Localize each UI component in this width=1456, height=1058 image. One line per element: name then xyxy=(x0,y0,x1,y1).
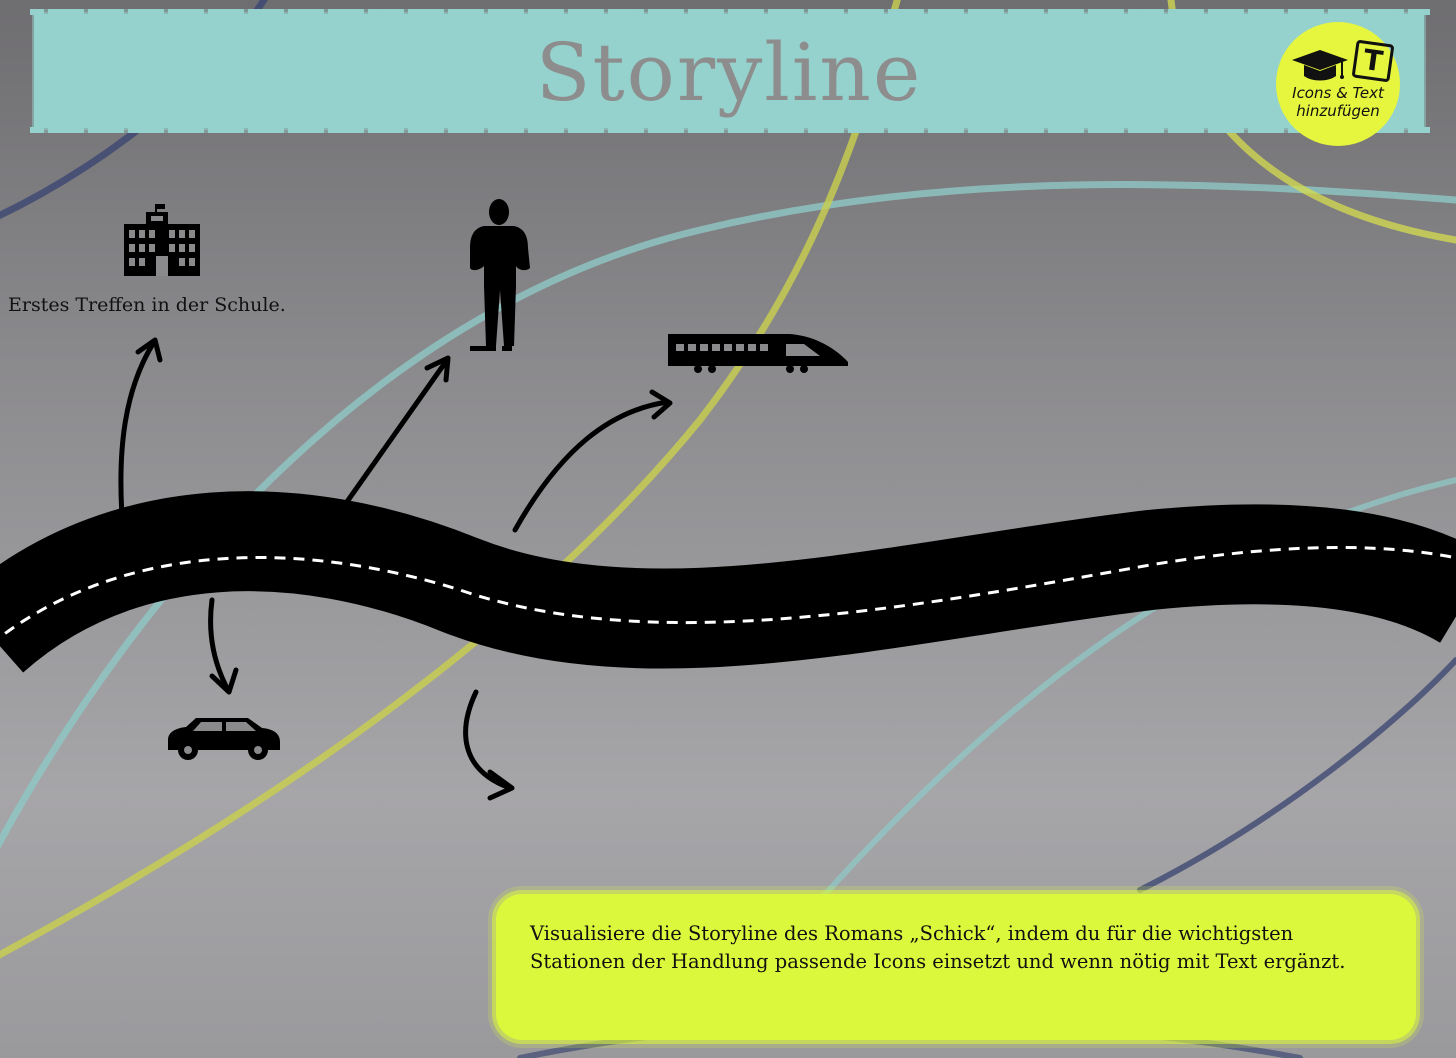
arrow-to-school-head xyxy=(135,337,163,363)
graduation-cap-icon xyxy=(1292,50,1348,81)
badge-label: Icons & Text hinzufügen xyxy=(1276,84,1400,120)
road-center-line xyxy=(0,546,1456,640)
swirl-yellow-long xyxy=(0,0,901,959)
arrows xyxy=(118,337,673,801)
arrow-to-empty-slot-head xyxy=(487,769,515,801)
swirl-teal-long xyxy=(0,181,1456,849)
arrow-to-man-head xyxy=(424,355,451,383)
title-banner: Storyline xyxy=(30,9,1430,133)
arrow-to-car xyxy=(208,597,231,693)
standing-man-icon xyxy=(470,199,530,351)
page-title: Storyline xyxy=(535,26,923,119)
arrow-to-train-head xyxy=(649,389,673,420)
school-building-icon xyxy=(124,204,200,276)
task-instruction-text: Visualisiere die Storyline des Romans „S… xyxy=(530,922,1346,973)
arrow-to-man xyxy=(341,357,450,509)
add-icons-text-button[interactable]: T Icons & Text hinzufügen xyxy=(1276,22,1400,146)
arrow-to-empty-slot xyxy=(463,689,513,791)
road-body xyxy=(0,491,1456,674)
high-speed-train-icon xyxy=(668,334,848,373)
text-tool-icon: T xyxy=(1351,39,1395,83)
station-label-school[interactable]: Erstes Treffen in der Schule. xyxy=(8,294,286,316)
road xyxy=(0,491,1456,674)
badge-label-line1: Icons & Text xyxy=(1292,84,1384,102)
task-instruction-box: Visualisiere die Storyline des Romans „S… xyxy=(496,894,1416,1040)
arrow-to-car-head xyxy=(209,667,239,695)
swirl-navy-bottomright xyxy=(1137,657,1456,893)
arrow-to-school xyxy=(118,339,157,519)
arrow-to-train xyxy=(512,399,671,533)
car-icon xyxy=(168,718,280,760)
badge-label-line2: hinzufügen xyxy=(1296,102,1380,120)
